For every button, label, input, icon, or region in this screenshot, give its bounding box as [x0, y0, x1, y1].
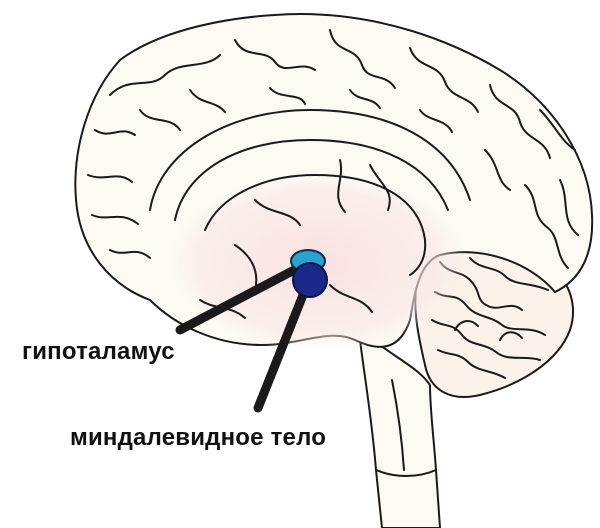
- hypothalamus-label: гипоталамус: [22, 338, 175, 366]
- amygdala-label: миндалевидное тело: [70, 424, 326, 452]
- amygdala-marker: [293, 263, 327, 297]
